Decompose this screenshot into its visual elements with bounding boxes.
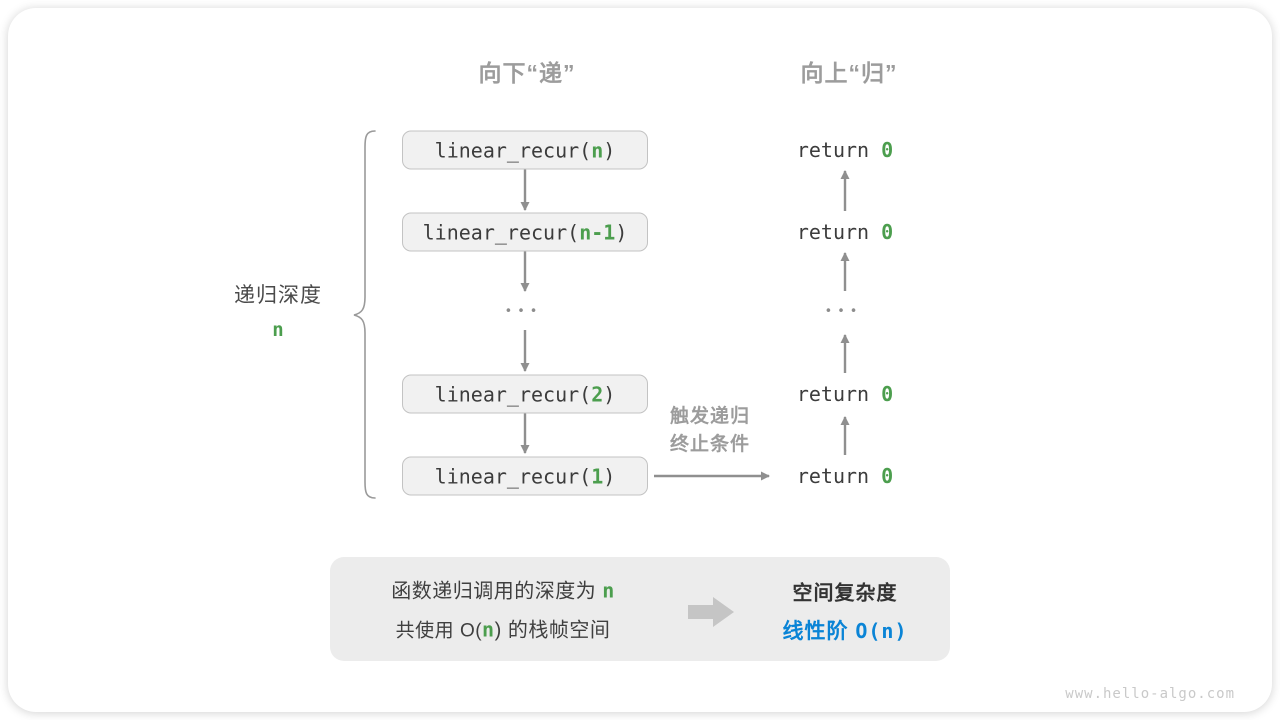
code-arg: n-1	[579, 220, 616, 244]
depth-brace	[353, 130, 376, 499]
return-value: 0	[881, 220, 894, 244]
code-text: )	[603, 382, 616, 406]
code-text: )	[615, 220, 628, 244]
watermark: www.hello-algo.com	[1065, 686, 1235, 702]
code-text: linear_recur(	[434, 138, 592, 162]
call-box-n-1: linear_recur(n-1)	[402, 212, 648, 252]
return-statement: return 0	[797, 464, 893, 488]
return-text: return	[796, 138, 882, 162]
code-text: linear_recur(	[434, 382, 592, 406]
summary-card	[330, 557, 950, 661]
return-value: 0	[881, 464, 894, 488]
base-case-line2: 终止条件	[669, 434, 751, 455]
return-value: 0	[881, 138, 894, 162]
call-box-1: linear_recur(1)	[402, 456, 648, 496]
return-statement: return 0	[797, 220, 893, 244]
return-text: return	[796, 220, 882, 244]
code-text: linear_recur(	[434, 464, 592, 488]
call-box-2: linear_recur(2)	[402, 374, 648, 414]
summary-result-code: O(n)	[855, 619, 908, 643]
return-text: return	[796, 464, 882, 488]
base-case-line1: 触发递归	[669, 406, 751, 427]
summary-right-title: 空间复杂度	[792, 582, 898, 605]
call-box-n: linear_recur(n)	[402, 130, 648, 170]
return-value: 0	[881, 382, 894, 406]
summary-line2: 共使用 O(n) 的栈帧空间	[391, 611, 615, 651]
code-arg: 2	[591, 382, 604, 406]
depth-value: n	[272, 319, 284, 341]
summary-line2-pre: 共使用 O(	[395, 620, 483, 642]
code-arg: 1	[591, 464, 604, 488]
summary-line1: 函数递归调用的深度为 n	[391, 572, 615, 611]
header-recurse: 向下“递”	[478, 60, 576, 86]
return-statement: return 0	[797, 138, 893, 162]
header-return: 向上“归”	[800, 60, 898, 86]
summary-result-cn: 线性阶	[782, 620, 856, 643]
summary-right-result: 线性阶 O(n)	[782, 615, 907, 645]
base-case-label: 触发递归 终止条件	[670, 403, 750, 459]
return-ellipsis: •••	[826, 302, 864, 318]
summary-left-text: 函数递归调用的深度为 n 共使用 O(n) 的栈帧空间	[391, 572, 615, 651]
code-arg: n	[591, 138, 604, 162]
code-text: )	[603, 138, 616, 162]
depth-label: 递归深度	[234, 284, 322, 307]
summary-line2-post: ) 的栈帧空间	[494, 619, 611, 642]
return-statement: return 0	[797, 382, 893, 406]
return-text: return	[796, 382, 882, 406]
code-text: linear_recur(	[422, 220, 580, 244]
implies-arrow-icon	[688, 597, 734, 627]
summary-line1-n: n	[602, 578, 615, 603]
code-text: )	[603, 464, 616, 488]
summary-line1-text: 函数递归调用的深度为	[391, 580, 603, 603]
summary-line2-n: n	[482, 617, 495, 642]
call-stack-ellipsis: •••	[506, 302, 544, 318]
